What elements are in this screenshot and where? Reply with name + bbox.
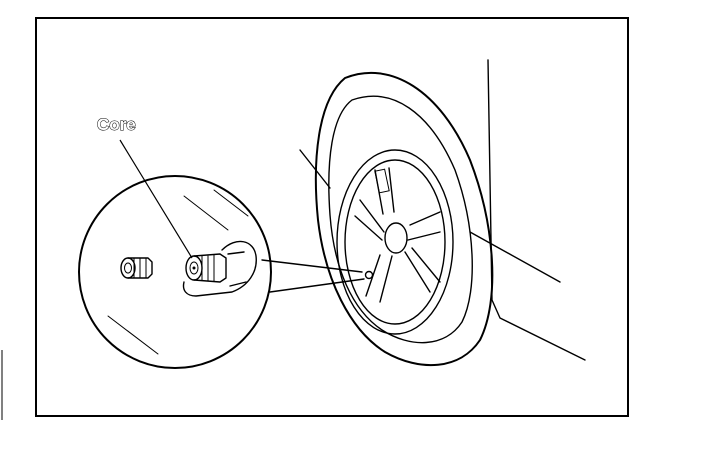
figure-frame <box>35 17 629 417</box>
tire <box>314 71 494 367</box>
valve-stem-on-wheel <box>364 270 374 280</box>
valve-cap <box>120 257 153 279</box>
valve-stem-magnified <box>182 240 257 297</box>
callout-leader-line <box>119 139 193 259</box>
callout-label-core: Core <box>97 115 136 134</box>
hub-center <box>384 222 408 254</box>
magnified-view <box>78 175 272 369</box>
magnifier-pointer <box>261 259 365 293</box>
fender-panel <box>299 59 586 361</box>
wheel-rim <box>336 149 454 335</box>
